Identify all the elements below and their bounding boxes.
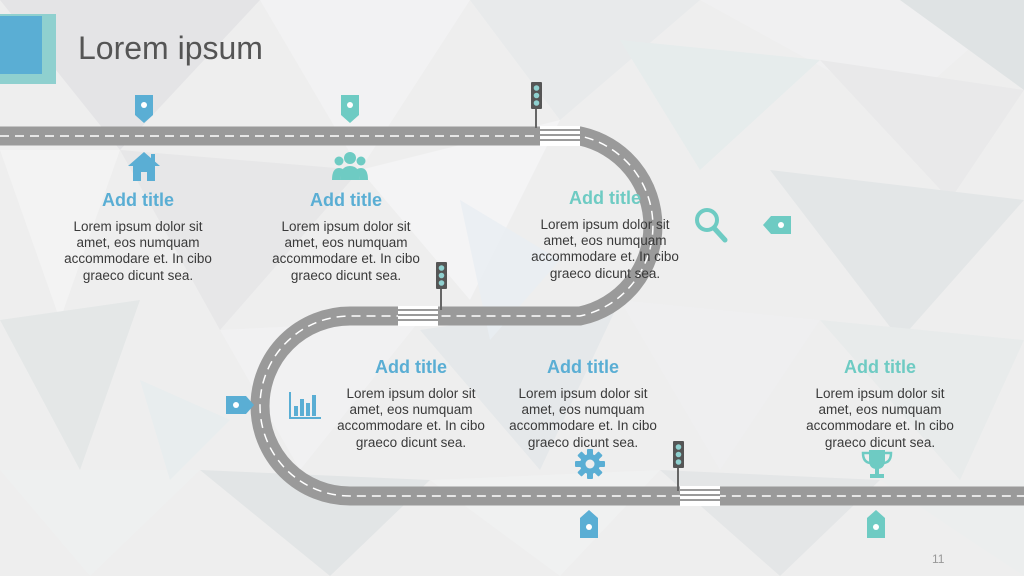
milestone-title: Add title [102, 190, 174, 210]
milestone-card: Add title Lorem ipsum dolor sit amet, eo… [331, 357, 491, 451]
milestone-card: Add title Lorem ipsum dolor sit amet, eo… [800, 357, 960, 451]
milestone-text: Lorem ipsum dolor sit amet, eos numquam … [64, 219, 212, 283]
milestone-text: Lorem ipsum dolor sit amet, eos numquam … [509, 386, 657, 450]
users-icon [332, 152, 368, 180]
milestone-title: Add title [569, 188, 641, 208]
crosswalk [540, 126, 580, 146]
road-path [0, 126, 1024, 506]
milestone-text: Lorem ipsum dolor sit amet, eos numquam … [806, 386, 954, 450]
milestone-text: Lorem ipsum dolor sit amet, eos numquam … [531, 217, 679, 281]
milestone-card: Add title Lorem ipsum dolor sit amet, eo… [503, 357, 663, 451]
traffic-light-icon [436, 262, 447, 310]
milestone-card: Add title Lorem ipsum dolor sit amet, eo… [266, 190, 426, 284]
milestone-title: Add title [547, 357, 619, 377]
trophy-icon [861, 450, 893, 478]
location-marker-icon [867, 510, 885, 538]
location-marker-icon [226, 396, 254, 414]
location-marker-icon [580, 510, 598, 538]
crosswalk [398, 306, 438, 326]
milestone-title: Add title [375, 357, 447, 377]
milestone-text: Lorem ipsum dolor sit amet, eos numquam … [337, 386, 485, 450]
location-marker-icon [135, 95, 153, 123]
traffic-light-icon [531, 82, 542, 128]
search-icon [695, 208, 728, 243]
milestone-card: Add title Lorem ipsum dolor sit amet, eo… [525, 188, 685, 282]
milestone-card: Add title Lorem ipsum dolor sit amet, eo… [58, 190, 218, 284]
crosswalk [680, 486, 720, 506]
milestone-title: Add title [844, 357, 916, 377]
bar-chart-icon [289, 392, 321, 419]
milestone-title: Add title [310, 190, 382, 210]
milestone-text: Lorem ipsum dolor sit amet, eos numquam … [272, 219, 420, 283]
home-icon [128, 152, 160, 181]
page-number: 11 [932, 552, 945, 566]
slide-title: Lorem ipsum [78, 30, 263, 66]
logo-mark [0, 14, 56, 84]
traffic-light-icon [673, 441, 684, 491]
location-marker-icon [763, 216, 791, 234]
gear-icon [575, 449, 605, 479]
location-marker-icon [341, 95, 359, 123]
